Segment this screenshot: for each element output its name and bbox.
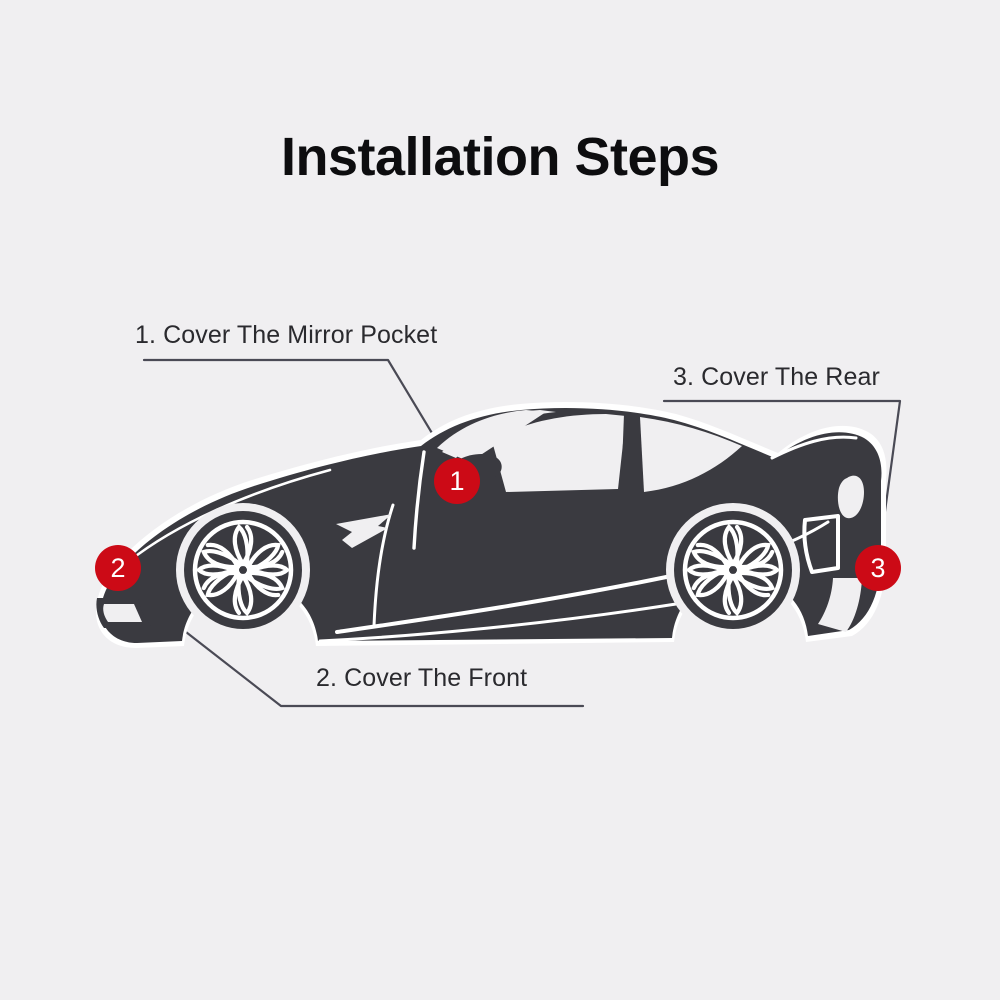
front-wheel — [176, 503, 310, 637]
rear-rim-spoke-right — [737, 563, 780, 577]
side-sill-crease — [335, 570, 692, 634]
step-label-2: 2. Cover The Front — [316, 664, 528, 692]
step-badge-3-circle — [855, 545, 901, 591]
lower-rocker-line — [318, 602, 678, 643]
a-pillar-crease — [412, 450, 426, 550]
tail-light — [837, 475, 864, 519]
page-title: Installation Steps — [280, 127, 720, 187]
front-side-window — [492, 414, 626, 492]
step-badge-1[interactable]: 1 — [434, 458, 480, 504]
leader-line-step-2 — [166, 616, 585, 708]
rear-rim-spokes — [686, 523, 780, 617]
side-vent — [336, 514, 392, 548]
front-rim-outer — [192, 519, 294, 621]
step-badge-3-number: 3 — [870, 553, 885, 583]
rear-hub — [725, 562, 741, 578]
front-tyre — [184, 511, 302, 629]
rear-rim-spoke-left — [686, 563, 729, 577]
step-badge-3[interactable]: 3 — [855, 545, 901, 591]
rear-diffuser — [818, 578, 862, 632]
car-silhouette — [96, 402, 887, 648]
step-badge-1-number: 1 — [449, 466, 464, 496]
step-badge-2-circle — [95, 545, 141, 591]
step-badge-2-number: 2 — [110, 553, 125, 583]
front-rim-spoke-left — [196, 563, 239, 577]
step-badges: 1 2 3 — [95, 458, 901, 591]
front-rim-spokes — [196, 523, 290, 617]
roof-highlight — [442, 410, 556, 458]
rear-side-window — [640, 417, 742, 492]
rear-rim-outer — [682, 519, 784, 621]
front-hub — [235, 562, 251, 578]
front-splitter-inner — [103, 604, 142, 622]
leader-line-step-3 — [662, 399, 902, 550]
front-rim-spoke-right — [247, 563, 290, 577]
b-pillar — [621, 414, 636, 492]
rear-tyre — [674, 511, 792, 629]
rear-bumper-vent — [802, 514, 840, 574]
rear-wheel — [666, 503, 800, 637]
step-badge-2[interactable]: 2 — [95, 545, 141, 591]
step-label-1: 1. Cover The Mirror Pocket — [135, 321, 438, 349]
rear-spoiler — [770, 435, 858, 460]
step-badge-1-circle — [434, 458, 480, 504]
step-label-3: 3. Cover The Rear — [673, 363, 880, 391]
door-shutline — [372, 503, 395, 628]
